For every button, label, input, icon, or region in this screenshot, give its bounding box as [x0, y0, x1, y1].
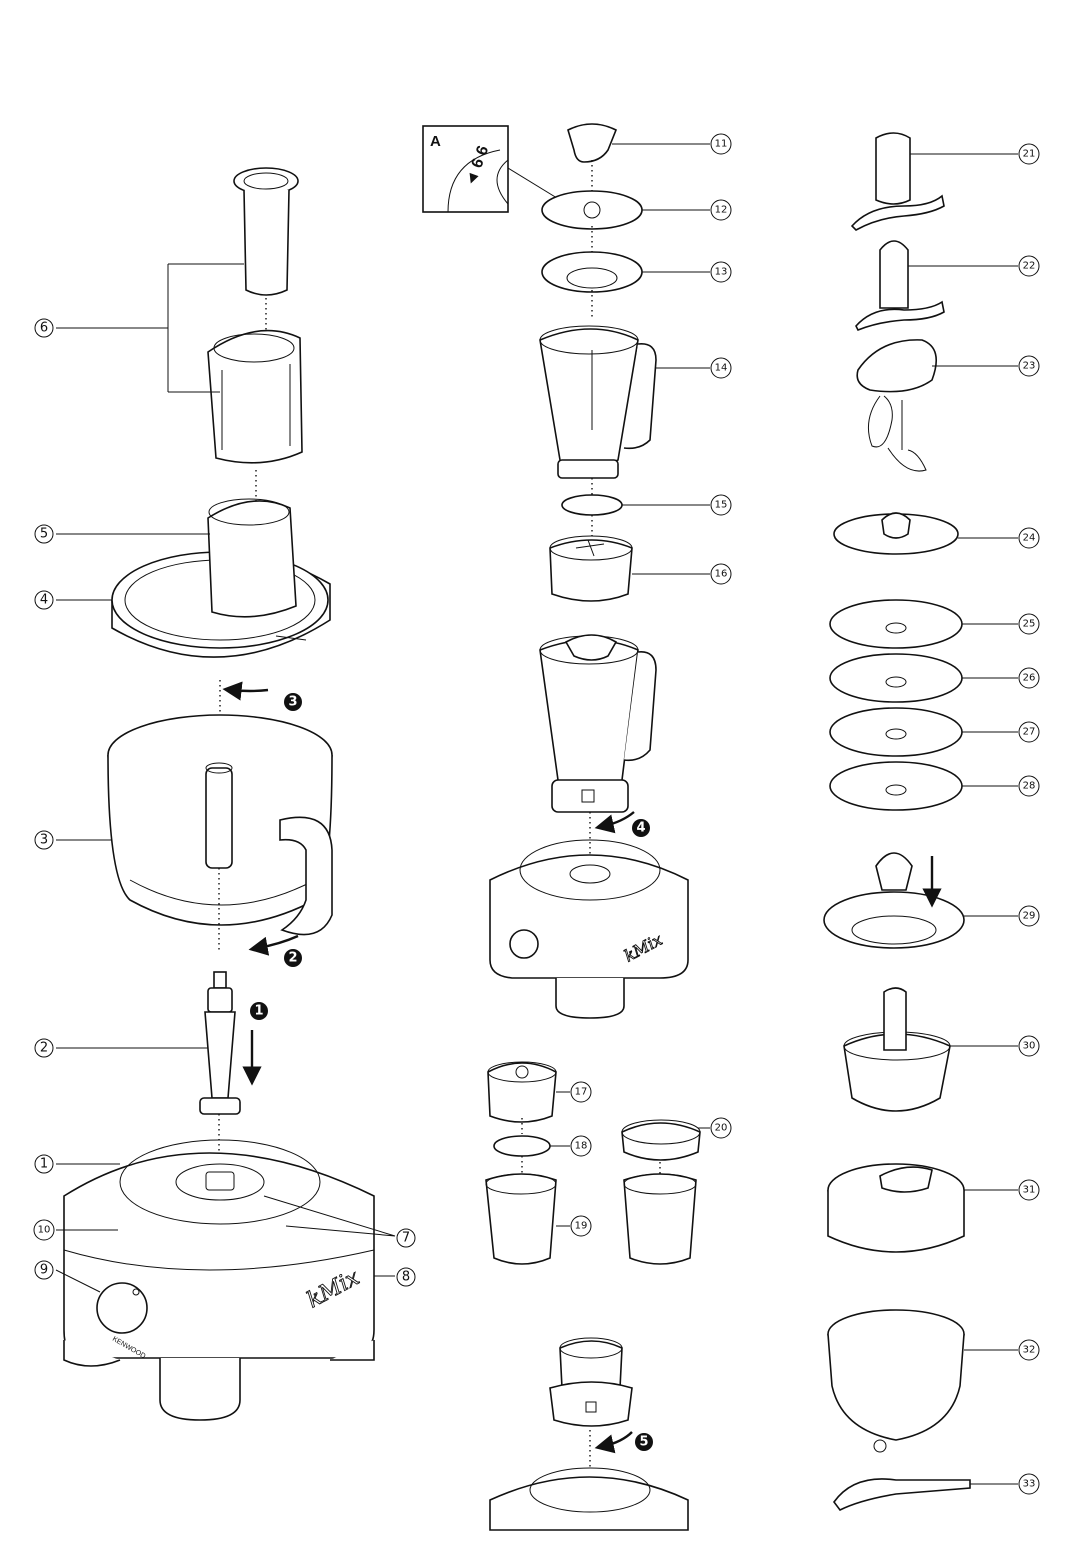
- blender-goblet: [539, 325, 657, 479]
- callout-29: 29: [1018, 905, 1040, 927]
- callout-26: 26: [1018, 667, 1040, 689]
- callout-32: 32: [1018, 1339, 1040, 1361]
- svg-text:26: 26: [1023, 673, 1036, 684]
- svg-text:5: 5: [40, 527, 48, 542]
- svg-text:10: 10: [38, 1225, 51, 1236]
- callout-9: 9: [34, 1260, 54, 1280]
- step-3: 3: [284, 693, 302, 711]
- callout-25: 25: [1018, 613, 1040, 635]
- svg-text:21: 21: [1023, 149, 1036, 160]
- leader-lines: [55, 143, 1018, 1485]
- svg-text:6: 6: [40, 321, 48, 336]
- callout-13: 13: [710, 261, 732, 283]
- drive-adapter: [199, 971, 241, 1115]
- callout-8: 8: [396, 1267, 416, 1287]
- callout-16: 16: [710, 563, 732, 585]
- processor-bowl: [107, 714, 333, 936]
- svg-text:13: 13: [715, 267, 728, 278]
- callout-20: 20: [710, 1117, 732, 1139]
- svg-text:9: 9: [40, 1263, 48, 1278]
- svg-text:3: 3: [40, 833, 48, 848]
- callout-10: 10: [33, 1219, 55, 1241]
- inset-label: A: [430, 133, 441, 150]
- svg-text:17: 17: [575, 1087, 588, 1098]
- svg-text:20: 20: [715, 1123, 728, 1134]
- svg-text:19: 19: [575, 1221, 588, 1232]
- callout-14: 14: [710, 357, 732, 379]
- svg-text:4: 4: [40, 593, 48, 608]
- svg-text:23: 23: [1023, 361, 1036, 372]
- callout-5: 5: [34, 524, 54, 544]
- svg-text:11: 11: [715, 139, 728, 150]
- svg-text:32: 32: [1023, 1345, 1036, 1356]
- callout-12: 12: [710, 199, 732, 221]
- callout-18: 18: [570, 1135, 592, 1157]
- callout-27: 27: [1018, 721, 1040, 743]
- svg-text:5: 5: [639, 1435, 648, 1450]
- callout-1: 1: [34, 1154, 54, 1174]
- callout-7: 7: [396, 1228, 416, 1248]
- callout-2: 2: [34, 1038, 54, 1058]
- blender-column: A ◄ 6 6: [422, 123, 701, 1531]
- step-1: 1: [250, 1002, 268, 1020]
- callout-4: 4: [34, 590, 54, 610]
- svg-text:27: 27: [1023, 727, 1036, 738]
- inset-a: A ◄ 6 6: [422, 125, 571, 213]
- svg-text:31: 31: [1023, 1185, 1036, 1196]
- disc-stack: [829, 599, 963, 811]
- svg-text:28: 28: [1023, 781, 1036, 792]
- callout-31: 31: [1018, 1179, 1040, 1201]
- step-4: 4: [632, 819, 650, 837]
- small-pusher-part: [233, 167, 299, 296]
- svg-text:12: 12: [715, 205, 728, 216]
- food-processor-column: kMix KENWOOD: [63, 167, 375, 1421]
- svg-text:16: 16: [715, 569, 728, 580]
- svg-text:3: 3: [288, 695, 297, 710]
- svg-text:8: 8: [402, 1270, 410, 1285]
- lid-with-feed-tube: [111, 498, 331, 658]
- svg-text:25: 25: [1023, 619, 1036, 630]
- svg-text:18: 18: [575, 1141, 588, 1152]
- callout-11: 11: [710, 133, 732, 155]
- callout-28: 28: [1018, 775, 1040, 797]
- callout-3: 3: [34, 830, 54, 850]
- step-badges: 1 2 3 4 5: [250, 693, 653, 1451]
- svg-text:2: 2: [288, 951, 297, 966]
- svg-text:15: 15: [715, 500, 728, 511]
- svg-text:14: 14: [715, 363, 728, 374]
- step-5: 5: [635, 1433, 653, 1451]
- callout-21: 21: [1018, 143, 1040, 165]
- callout-23: 23: [1018, 355, 1040, 377]
- svg-text:2: 2: [40, 1041, 48, 1056]
- svg-text:7: 7: [402, 1231, 410, 1246]
- callout-19: 19: [570, 1215, 592, 1237]
- svg-text:22: 22: [1023, 261, 1036, 272]
- accessories-column: [823, 132, 971, 1512]
- svg-text:4: 4: [636, 821, 645, 836]
- callout-15: 15: [710, 494, 732, 516]
- callout-6: 6: [34, 318, 54, 338]
- motor-base: [63, 1139, 375, 1421]
- callout-24: 24: [1018, 527, 1040, 549]
- callout-33: 33: [1018, 1473, 1040, 1495]
- assembled-blender: [539, 634, 657, 813]
- assembled-mill: [549, 1337, 633, 1427]
- callout-17: 17: [570, 1081, 592, 1103]
- callout-30: 30: [1018, 1035, 1040, 1057]
- callout-numbers: 1 2 3 4 5 6 7 8 9 10 11 12 13 14 15 16 1…: [33, 133, 1040, 1495]
- callout-22: 22: [1018, 255, 1040, 277]
- step-2: 2: [284, 949, 302, 967]
- svg-text:1: 1: [254, 1004, 263, 1019]
- motor-base-blender: [489, 839, 689, 1019]
- svg-text:1: 1: [40, 1157, 48, 1172]
- svg-text:29: 29: [1023, 911, 1036, 922]
- large-pusher-part: [207, 329, 303, 464]
- svg-text:33: 33: [1023, 1479, 1036, 1490]
- svg-text:24: 24: [1023, 533, 1036, 544]
- svg-text:30: 30: [1023, 1041, 1036, 1052]
